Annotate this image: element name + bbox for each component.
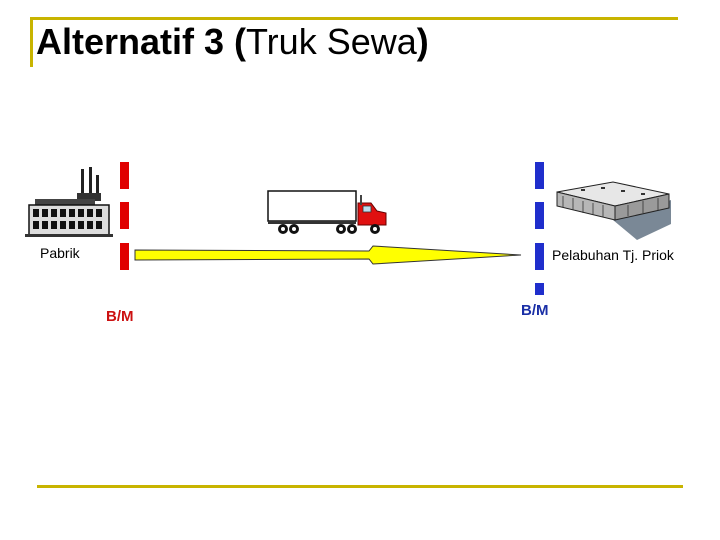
left-boundary-dash bbox=[120, 202, 129, 229]
right-boundary-dash bbox=[535, 202, 544, 229]
right-boundary-label: B/M bbox=[521, 302, 549, 319]
page-title: Alternatif 3 (Truk Sewa) bbox=[36, 20, 429, 64]
port-warehouse-icon bbox=[556, 181, 671, 240]
title-part-2: Truk Sewa bbox=[246, 21, 417, 62]
origin-label: Pabrik bbox=[40, 245, 80, 261]
title-part-3: ) bbox=[416, 21, 429, 62]
title-left-rule bbox=[30, 17, 33, 67]
truck-icon bbox=[267, 190, 387, 234]
right-boundary-dash bbox=[535, 283, 544, 295]
right-boundary-dash bbox=[535, 162, 544, 189]
arrow-right-icon bbox=[134, 245, 522, 265]
destination-label: Pelabuhan Tj. Priok bbox=[552, 247, 674, 263]
right-boundary-dash bbox=[535, 243, 544, 270]
left-boundary-dash bbox=[120, 162, 129, 189]
left-boundary-dash bbox=[120, 243, 129, 270]
bottom-rule bbox=[37, 485, 683, 488]
factory-icon bbox=[25, 167, 113, 237]
left-boundary-label: B/M bbox=[106, 308, 134, 325]
title-top-rule bbox=[30, 17, 678, 20]
title-part-1: Alternatif 3 ( bbox=[36, 21, 247, 62]
